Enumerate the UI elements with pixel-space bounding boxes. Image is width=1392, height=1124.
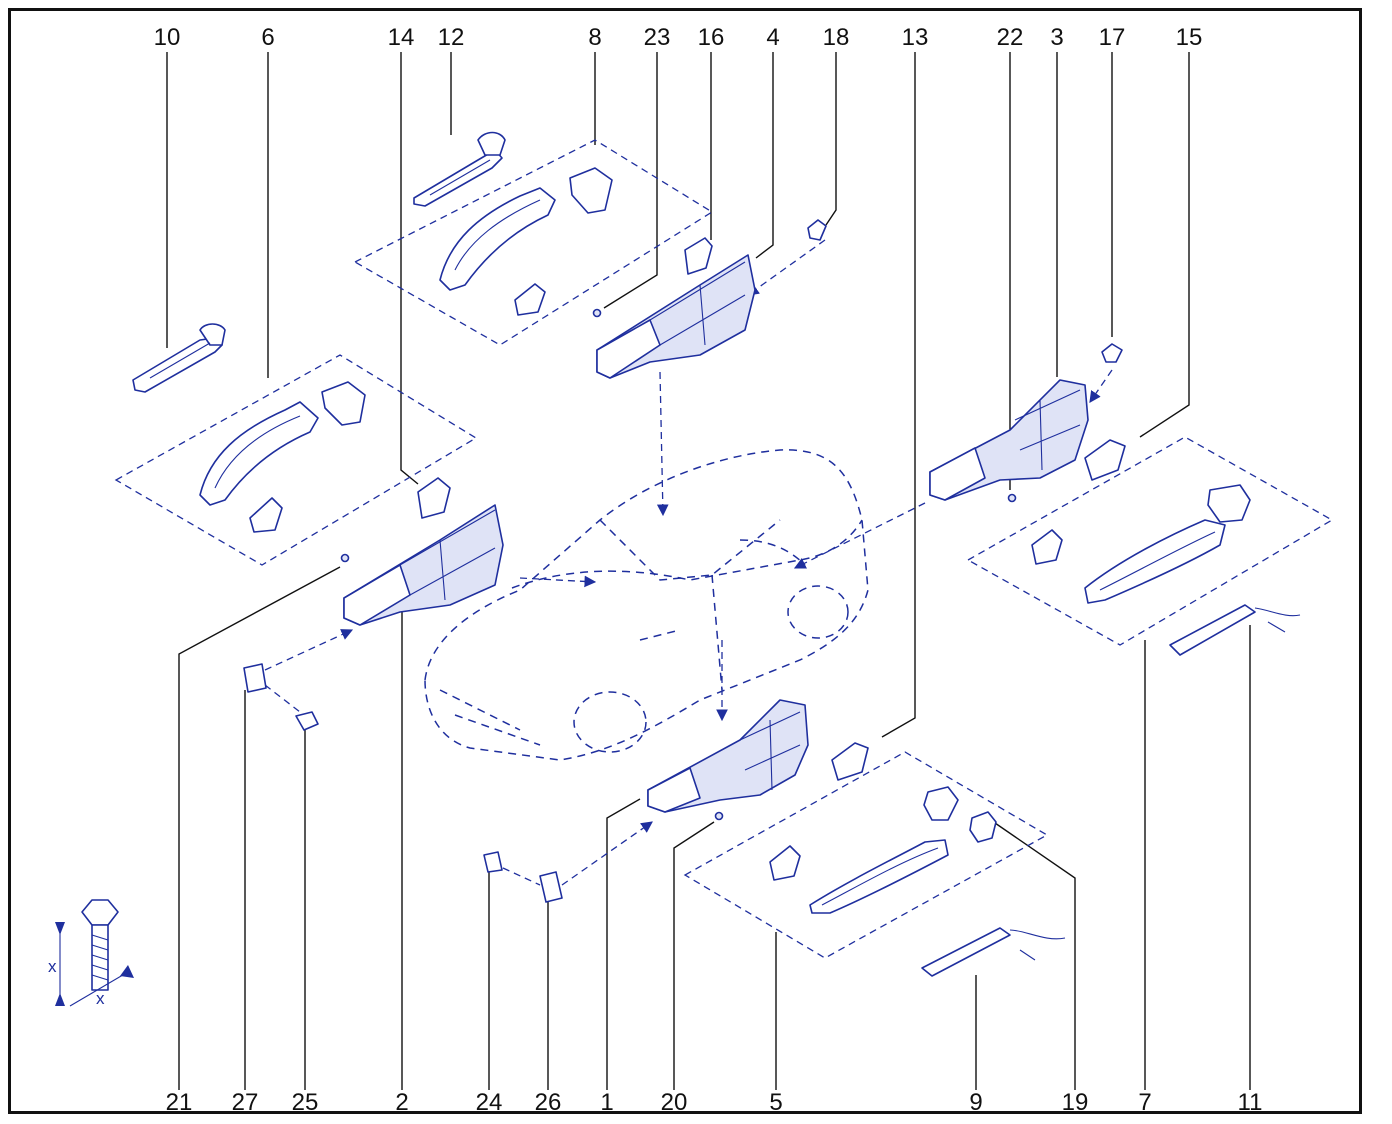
part-8-handle-kit [439, 167, 713, 316]
label-12: 12 [438, 24, 465, 51]
part-27-clip [243, 663, 267, 693]
label-2: 2 [395, 1089, 408, 1116]
label-4: 4 [766, 24, 779, 51]
part-12-key-lever [413, 131, 506, 207]
part-22-screw [1007, 493, 1017, 503]
label-14: 14 [388, 24, 415, 51]
label-6: 6 [261, 24, 274, 51]
part-7-handle-kit [1031, 484, 1251, 604]
label-9: 9 [969, 1089, 982, 1116]
label-1: 1 [600, 1089, 613, 1116]
part-21-screw [340, 553, 350, 563]
part-5-handle-kit [769, 786, 959, 914]
bolt-torque-symbol: x x [48, 899, 134, 1008]
bottom-labels: 21 27 25 2 24 26 1 20 5 9 19 7 11 [166, 1089, 1263, 1116]
part-15-gasket [1084, 439, 1126, 481]
part-13-gasket [831, 742, 869, 781]
label-18: 18 [823, 24, 850, 51]
part-9-sensor [921, 927, 1066, 977]
label-15: 15 [1176, 24, 1203, 51]
part-25-clip [295, 711, 319, 731]
label-3: 3 [1050, 24, 1063, 51]
label-26: 26 [535, 1089, 562, 1116]
label-13: 13 [902, 24, 929, 51]
part-10-key-lever [132, 323, 226, 393]
label-11: 11 [1238, 1089, 1263, 1116]
kit-outline-5 [683, 751, 1049, 959]
part-3-handle-carrier [929, 379, 1089, 501]
part-26-clip [539, 871, 563, 903]
label-16: 16 [698, 24, 725, 51]
top-labels: 10 6 14 12 8 23 16 4 18 13 22 3 17 15 [154, 24, 1203, 51]
symbol-letter-x-vertical: x [48, 957, 57, 976]
leader-lines [166, 52, 1251, 1090]
label-21: 21 [166, 1089, 193, 1116]
car-outline [424, 449, 869, 761]
part-23-screw [592, 308, 602, 318]
label-19: 19 [1062, 1089, 1089, 1116]
part-11-sensor [1169, 604, 1301, 656]
part-17-plug [1101, 343, 1123, 363]
label-7: 7 [1138, 1089, 1151, 1116]
label-10: 10 [154, 24, 181, 51]
part-6-handle-kit [199, 381, 451, 533]
label-22: 22 [997, 24, 1024, 51]
part-18-plug [807, 219, 827, 241]
label-25: 25 [292, 1089, 319, 1116]
kit-outlines [114, 139, 1334, 959]
kit-outline-7 [966, 436, 1334, 646]
assembly-arrows [264, 239, 1113, 886]
part-24-clip [483, 851, 503, 873]
label-23: 23 [644, 24, 671, 51]
part-4-handle-carrier [596, 254, 756, 379]
small-fasteners [243, 219, 1123, 903]
label-20: 20 [661, 1089, 688, 1116]
label-27: 27 [232, 1089, 259, 1116]
part-19-cap [969, 811, 997, 843]
kit-outline-6 [114, 354, 478, 566]
kit-outline-8 [353, 139, 714, 346]
label-8: 8 [588, 24, 601, 51]
part-1-handle-carrier [647, 699, 809, 813]
label-24: 24 [476, 1089, 503, 1116]
symbol-letter-x-diagonal: x [96, 989, 105, 1008]
label-5: 5 [769, 1089, 782, 1116]
part-20-screw [714, 811, 724, 821]
bolt-head-icon [81, 899, 119, 926]
part-2-handle-carrier [343, 504, 504, 626]
label-17: 17 [1099, 24, 1126, 51]
